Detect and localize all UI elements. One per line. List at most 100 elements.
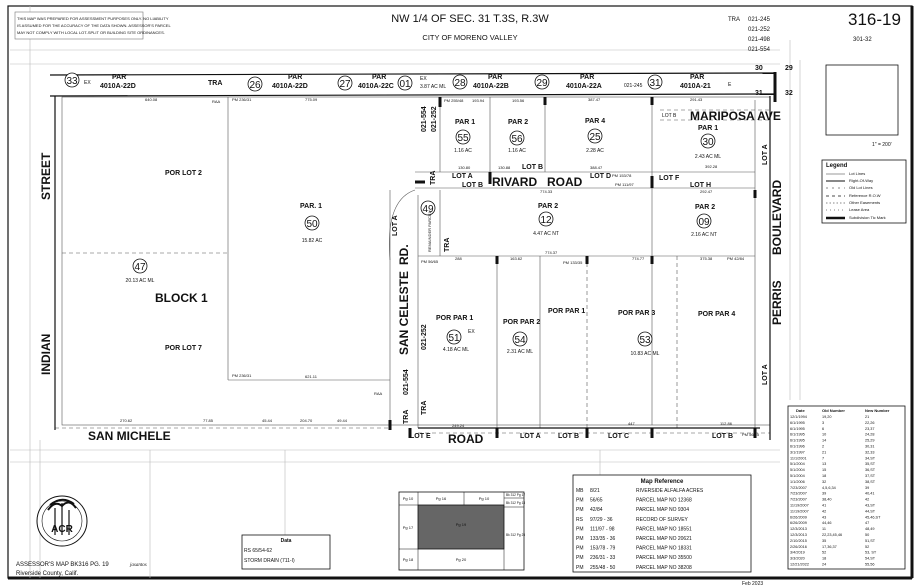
tra-code: 021-554: [748, 47, 771, 53]
map-reference-cell: 56/65: [590, 498, 603, 504]
svg-text:TRA: TRA: [403, 410, 410, 424]
history-cell: 45,46,ST: [865, 515, 881, 519]
svg-text:TRA: TRA: [208, 80, 222, 87]
history-cell: 11/1/2001: [790, 456, 807, 460]
history-cell: 55,56: [865, 563, 875, 567]
history-cell: 39: [822, 492, 826, 496]
map-reference-cell: PARCEL MAP NO 38208: [636, 565, 692, 571]
legend: Legend Lot Lines Right-Of-Way Old Lot Li…: [821, 159, 907, 224]
svg-text:LOT F: LOT F: [659, 175, 680, 182]
svg-text:EX: EX: [420, 76, 427, 82]
map-reference-cell: PM: [576, 507, 584, 513]
sub-map-number: 301-32: [853, 37, 872, 43]
svg-text:Pg 10: Pg 10: [403, 496, 414, 501]
street-label-boulevard: BOULEVARD: [770, 180, 784, 255]
history-cell: 51,ST: [865, 539, 876, 543]
svg-text:RAA: RAA: [212, 99, 221, 104]
parcel-09[interactable]: PAR 2 09 2.16 AC NT: [691, 204, 717, 238]
svg-text:30: 30: [702, 137, 714, 148]
tra-code: 021-498: [748, 37, 771, 43]
history-cell: 52: [865, 545, 869, 549]
parcel-55[interactable]: PAR 1 55 1.16 AC: [454, 119, 475, 154]
parcel-47[interactable]: POR LOT 2 47 20.13 AC ML BLOCK 1 POR LOT…: [126, 170, 208, 352]
svg-text:PM 111/97: PM 111/97: [615, 182, 635, 187]
history-cell: 44,ST: [865, 509, 876, 513]
svg-text:Reference R.O.W: Reference R.O.W: [849, 193, 881, 198]
svg-text:4.47 AC NT: 4.47 AC NT: [533, 231, 559, 237]
history-cell: 5/1/2004: [790, 462, 805, 466]
svg-text:POR LOT 7: POR LOT 7: [165, 345, 202, 352]
history-cell: 21: [865, 415, 869, 419]
parcel-51[interactable]: POR PAR 1 51 EX 4.18 AC ML: [436, 315, 475, 353]
svg-text:Pg 20: Pg 20: [456, 557, 467, 562]
svg-text:45.44: 45.44: [262, 418, 273, 423]
svg-text:55: 55: [457, 133, 469, 144]
svg-text:PM 255/48: PM 255/48: [444, 98, 464, 103]
disclaimer-line: THIS MAP WAS PREPARED FOR ASSESSMENT PUR…: [17, 16, 169, 21]
history-cell: 54,ST: [865, 557, 876, 561]
svg-text:49.44: 49.44: [337, 418, 348, 423]
map-reference-cell: 133/35 - 36: [590, 536, 616, 542]
svg-text:PAR 1: PAR 1: [698, 125, 718, 132]
parcel-30[interactable]: LOT B PAR 1 30 2.43 AC ML: [662, 113, 721, 160]
svg-text:28: 28: [454, 78, 466, 89]
svg-text:Lease Area: Lease Area: [849, 207, 870, 212]
svg-text:LOT E: LOT E: [410, 433, 431, 440]
parcel-boundaries: [54, 96, 771, 440]
history-cell: 12/21/2022: [790, 563, 809, 567]
parcel-53[interactable]: POR PAR 1 POR PAR 3 53 10.83 AC ML POR P…: [548, 308, 735, 357]
map-number: 316-19: [848, 10, 901, 29]
lot-labels: LOT A LOT B LOT B LOT D LOT F LOT H LOT …: [212, 99, 769, 440]
parcel-25[interactable]: PAR 4 25 2.28 AC: [585, 118, 605, 154]
history-cell: 7/23/2007: [790, 492, 807, 496]
parcel-12[interactable]: PAR 2 12 4.47 AC NT: [533, 203, 559, 237]
svg-text:LOT D: LOT D: [590, 173, 611, 180]
svg-text:Pg 19: Pg 19: [456, 522, 467, 527]
map-reference-cell: RS: [576, 517, 584, 523]
svg-text:PAR: PAR: [580, 74, 594, 81]
history-cell: 3/1/1997: [790, 450, 805, 454]
history-cell: 4,5,6,34: [822, 486, 836, 490]
svg-text:193.56: 193.56: [512, 98, 525, 103]
svg-text:Legend: Legend: [826, 163, 848, 169]
svg-text:77.85: 77.85: [203, 418, 214, 423]
svg-text:PAR. 1: PAR. 1: [300, 203, 322, 210]
history-cell: 6/1/1996: [790, 445, 805, 449]
parcel-50[interactable]: PAR. 1 50 15.82 AC: [300, 203, 323, 244]
history-cell: 10: [822, 433, 826, 437]
svg-text:TRA: TRA: [444, 238, 451, 252]
map-reference-cell: PARCEL MAP NO 9304: [636, 507, 689, 513]
map-reference-cell: PM: [576, 498, 584, 504]
svg-text:4010A-22A: 4010A-22A: [566, 83, 602, 90]
street-label-rd: RD.: [397, 244, 411, 265]
svg-text:021-245: 021-245: [624, 83, 643, 89]
history-cell: 6/26/2009: [790, 521, 807, 525]
parcel-54[interactable]: POR PAR 2 54 2.31 AC ML: [503, 319, 540, 355]
parcel-56[interactable]: PAR 2 56 1.16 AC: [508, 119, 528, 154]
history-cell: 2/26/2016: [790, 545, 807, 549]
history-cell: 23,37: [865, 427, 875, 431]
svg-text:112.86: 112.86: [720, 421, 733, 426]
svg-text:Lot Lines: Lot Lines: [849, 171, 865, 176]
map-reference-cell: PM: [576, 555, 584, 561]
map-reference-cell: PARCEL MAP NO 18551: [636, 526, 692, 532]
svg-text:53: 53: [639, 335, 651, 346]
svg-text:LOT C: LOT C: [608, 433, 629, 440]
map-reference-cell: PM: [576, 546, 584, 552]
map-reference-cell: PM: [576, 526, 584, 532]
svg-text:POR PAR 4: POR PAR 4: [698, 311, 735, 318]
svg-text:Pg 18: Pg 18: [403, 557, 414, 562]
svg-text:LOT A: LOT A: [762, 364, 769, 385]
history-cell: 6/1/1995: [790, 427, 805, 431]
svg-text:Date: Date: [796, 408, 805, 413]
history-cell: 2: [822, 445, 824, 449]
street-label-road: ROAD: [448, 432, 484, 446]
svg-text:640.08: 640.08: [145, 97, 158, 102]
svg-text:Pg 16: Pg 16: [436, 496, 447, 501]
parcel-49[interactable]: 49 REMAINDER PARCEL: [420, 200, 436, 252]
history-cell: 24: [822, 563, 826, 567]
history-cell: 53, ST: [865, 551, 877, 555]
history-cell: 3/4/2019: [790, 551, 805, 555]
